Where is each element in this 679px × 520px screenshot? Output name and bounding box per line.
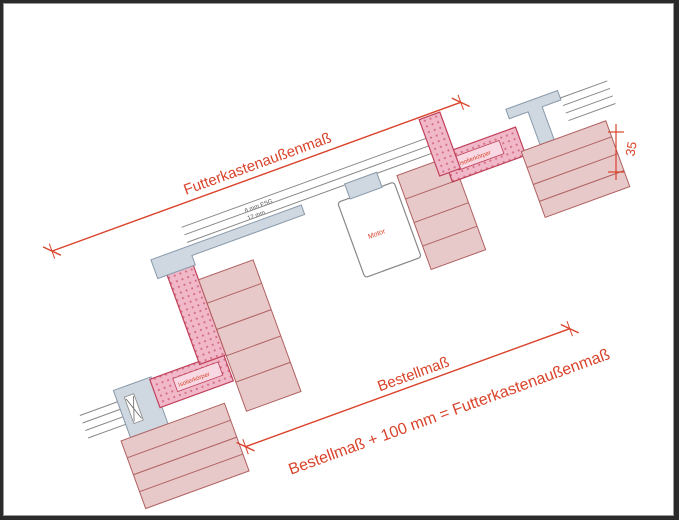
technical-drawing: Futterkastenaußenmaß 6 mm ESG 12 mm 6 mm… (42, 80, 640, 510)
motor-box (337, 171, 422, 278)
center-right-brick (396, 155, 487, 271)
order-dimension-label: Bestellmaß (375, 354, 451, 396)
left-brick-wall (120, 402, 250, 510)
outer-dimension-line (42, 94, 471, 259)
left-insulation-body (148, 351, 235, 409)
center-left-brick (197, 259, 302, 412)
order-dimension-line (236, 321, 580, 455)
right-frame-profile (505, 80, 616, 146)
right-brick-wall (520, 120, 631, 219)
glass-label-2: 12 mm (247, 210, 266, 222)
drawing-sheet: Futterkastenaußenmaß 6 mm ESG 12 mm 6 mm… (3, 3, 674, 516)
right-insulation-body (418, 111, 527, 183)
top-metal-cap (150, 131, 451, 280)
height-dimension (608, 124, 624, 180)
height-dimension-label: 35 (622, 140, 639, 157)
